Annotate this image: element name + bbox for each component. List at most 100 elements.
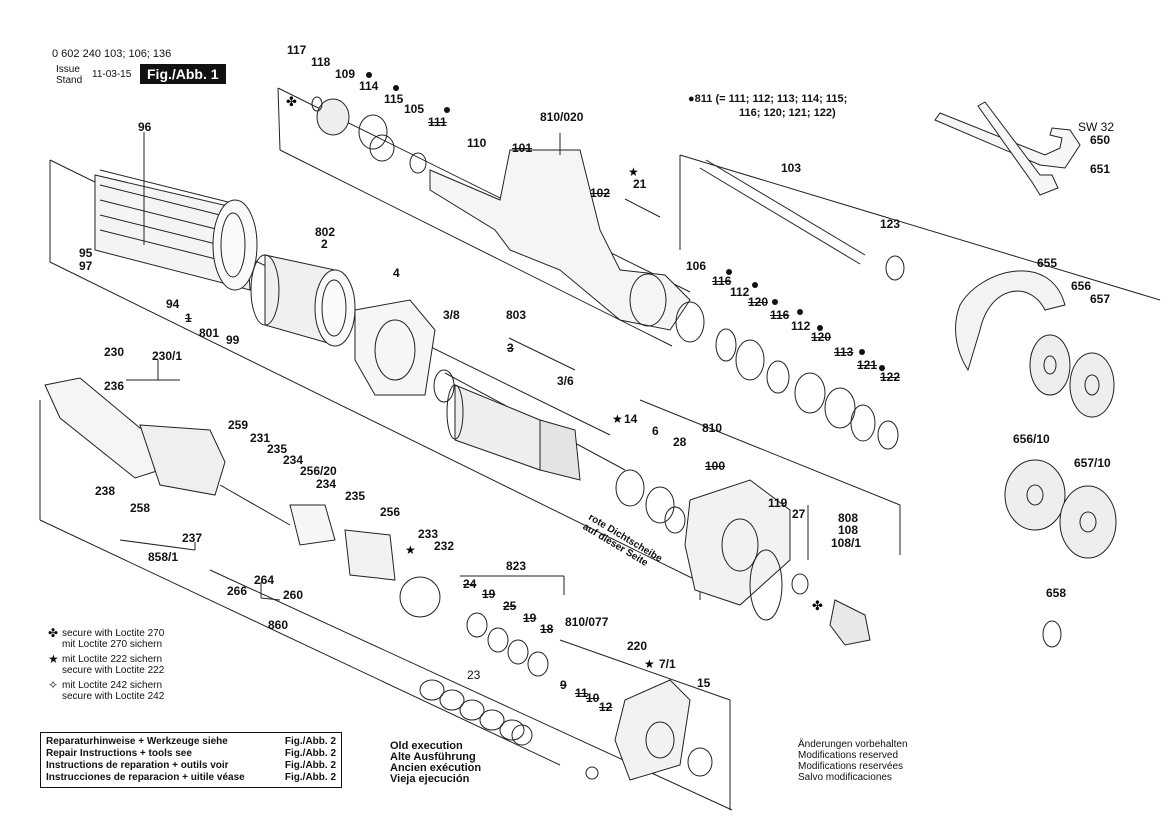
part-label: 112 [791, 319, 811, 333]
part-label: 232 [434, 539, 455, 553]
part-label: 116 [712, 274, 732, 288]
part-label: 657/10 [1074, 456, 1111, 470]
part-label: 113 [834, 345, 854, 359]
part-label: 25 [503, 599, 517, 613]
part-numbers: 0 602 240 103; 106; 136 [52, 48, 172, 60]
part-label: 236 [104, 379, 125, 393]
issue-date: 11-03-15 [92, 69, 132, 80]
part-label: 12 [599, 700, 613, 714]
part-label: 117 [287, 43, 307, 57]
part-label: 118 [311, 55, 331, 69]
repair-row: Instrucciones de reparacion + uitile véa… [46, 772, 336, 783]
part-label: 237 [182, 531, 203, 545]
legend-text: mit Loctite 242 sichern [62, 680, 163, 691]
part-label: 106 [686, 259, 707, 273]
part-label: 656 [1071, 279, 1092, 293]
part-label: 108/1 [831, 536, 862, 550]
part-label: 109 [335, 67, 356, 81]
part-label: 100 [705, 459, 726, 473]
part-label: 658 [1046, 586, 1067, 600]
part-label: 238 [95, 484, 116, 498]
part-label: 28 [673, 435, 687, 449]
part-label: SW 32 [1078, 120, 1115, 134]
note-811: ●811 (= 111; 112; 113; 114; 115; 116; 12… [688, 92, 847, 120]
part-label: 3 [507, 341, 514, 355]
note-811-line1: ●811 (= 111; 112; 113; 114; 115; [688, 93, 848, 105]
part-label: 9 [560, 678, 567, 692]
legend-text: mit Loctite 270 sichern [62, 639, 163, 650]
part-811-dot-icon [797, 309, 803, 315]
part-label: 858/1 [148, 550, 179, 564]
part-label: 260 [283, 588, 304, 602]
part-label: 258 [130, 501, 151, 515]
part-811-dot-icon [726, 269, 732, 275]
legend-text: secure with Loctite 222 [62, 665, 165, 676]
part-label: 3/6 [557, 374, 574, 388]
part-label: 108 [838, 523, 859, 537]
part-label: 266 [227, 584, 248, 598]
loctite-222-star-icon: ★ [628, 165, 639, 179]
part-label: 7/1 [659, 657, 676, 671]
loctite-222-star-icon: ★ [48, 652, 59, 666]
part-label: 802 [315, 225, 336, 239]
part-label: 120 [811, 330, 832, 344]
part-label: 110 [467, 136, 487, 150]
part-label: 101 [512, 141, 533, 155]
loctite-270-clover-icon: ✤ [48, 626, 59, 640]
part-label: 122 [880, 370, 901, 384]
part-811-dot-icon [879, 365, 885, 371]
part-label: 264 [254, 573, 275, 587]
loctite-242-outline-star-icon: ✧ [48, 678, 59, 692]
part-label: 810/020 [540, 110, 584, 124]
loctite-270-clover-icon: ✤ [286, 95, 297, 110]
legend-text: secure with Loctite 270 [62, 628, 165, 639]
part-label: 116 [770, 308, 790, 322]
part-label: 235 [345, 489, 366, 503]
part-label: 111 [428, 115, 447, 129]
part-811-dot-icon [859, 349, 865, 355]
part-label: 651 [1090, 162, 1111, 176]
part-label: 230 [104, 345, 125, 359]
part-label: 810/077 [565, 615, 609, 629]
part-label: 220 [627, 639, 648, 653]
part-label: 96 [138, 120, 152, 134]
part-label: 655 [1037, 256, 1058, 270]
part-label: 114 [359, 79, 379, 93]
part-811-dot-icon [366, 72, 372, 78]
part-label: 860 [268, 618, 289, 632]
ground-symbol-icon [585, 766, 599, 780]
frame-line [279, 149, 673, 347]
issue-label: Issue [56, 64, 80, 75]
part-label: 123 [880, 217, 901, 231]
part-label: 231 [250, 431, 271, 445]
part-label: 10 [586, 691, 600, 705]
frame-line [277, 87, 281, 151]
part-label: 823 [506, 559, 527, 573]
part-label: 23 [467, 668, 481, 682]
part-label: 14 [624, 412, 638, 426]
part-label: 121 [857, 358, 878, 372]
repair-row: Instructions de reparation + outils voir… [46, 760, 336, 771]
part-label: 657 [1090, 292, 1111, 306]
part-label: 19 [482, 587, 496, 601]
loctite-222-star-icon: ★ [644, 657, 655, 671]
part-label: 810 [702, 421, 723, 435]
loctite-222-star-icon: ★ [612, 412, 623, 426]
issue-stand-label: Issue Stand [56, 64, 82, 86]
part-label: 119 [768, 496, 788, 510]
part-label: 115 [384, 92, 404, 106]
part-label: 112 [730, 285, 750, 299]
modifications-note: Änderungen vorbehalten Modifications res… [798, 739, 908, 783]
part-label: 256/20 [300, 464, 337, 478]
part-label: 103 [781, 161, 802, 175]
part-label: 102 [590, 186, 611, 200]
part-label: 259 [228, 418, 249, 432]
part-811-dot-icon [752, 282, 758, 288]
part-label: 99 [226, 333, 240, 347]
old-execution-note: Old execution Alte Ausführung Ancien exé… [390, 740, 482, 785]
part-label: 4 [393, 266, 400, 280]
